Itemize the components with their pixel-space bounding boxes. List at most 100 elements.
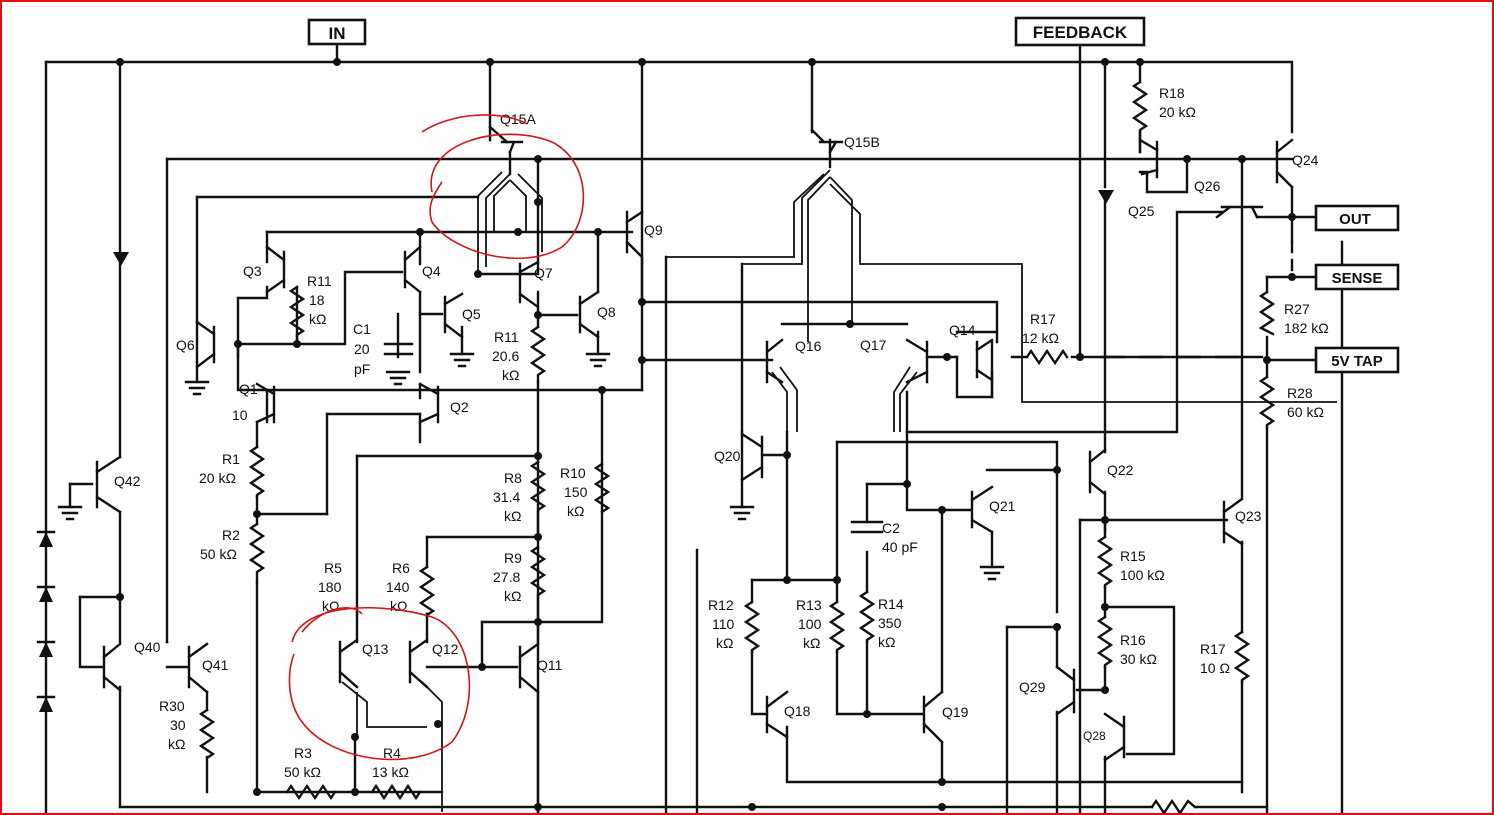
label-r11b-name: R11 — [494, 329, 519, 345]
component-labels: Q15A Q15B Q9 Q3 Q4 Q5 Q7 Q8 Q6 Q1 10 Q2 … — [114, 85, 1329, 780]
terminal-in-label: IN — [329, 24, 346, 43]
label-r17b-name: R17 — [1200, 641, 1226, 657]
resistor-r3 — [285, 783, 337, 801]
label-r12-value1: 110 — [712, 616, 735, 632]
diodes — [36, 190, 1114, 712]
ground-icon — [585, 352, 611, 368]
label-q24: Q24 — [1292, 152, 1319, 168]
label-c2-value: 40 pF — [882, 539, 918, 555]
label-r4-value: 13 kΩ — [372, 764, 409, 780]
label-r9-value1: 27.8 — [493, 569, 520, 585]
annotation-marks — [288, 114, 585, 761]
label-r8-value2: kΩ — [504, 508, 521, 524]
label-r9-name: R9 — [504, 550, 522, 566]
resistor-r27 — [1258, 290, 1276, 336]
transistor-q16 — [765, 338, 784, 384]
transistor-q1 — [255, 382, 276, 424]
transistor-q15b — [810, 128, 844, 154]
terminal-in: IN — [307, 18, 367, 46]
transistor-q7 — [518, 260, 540, 309]
transistor-q17 — [905, 338, 929, 384]
label-r28-value: 60 kΩ — [1287, 404, 1324, 420]
capacitor-c1 — [383, 342, 414, 356]
ground-icon — [729, 505, 755, 521]
terminal-5v-tap: 5V TAP — [1314, 346, 1400, 374]
label-q16: Q16 — [795, 338, 822, 354]
transistor-q21 — [970, 485, 994, 534]
label-q8: Q8 — [597, 304, 616, 320]
transistor-q29 — [1055, 665, 1076, 716]
label-q42: Q42 — [114, 473, 141, 489]
transistor-q4 — [403, 245, 422, 294]
label-r30-value1: 30 — [170, 717, 186, 733]
label-r16-value: 30 kΩ — [1120, 651, 1157, 667]
capacitor-c2 — [850, 520, 884, 534]
label-q11: Q11 — [537, 657, 563, 673]
grounds — [57, 352, 1005, 581]
label-r12-value2: kΩ — [716, 635, 733, 651]
terminal-sense-label: SENSE — [1332, 270, 1383, 287]
label-r16-name: R16 — [1120, 632, 1146, 648]
terminal-out-label: OUT — [1339, 211, 1371, 228]
resistor-r15 — [1096, 535, 1114, 589]
annotation-circle-q15a — [429, 133, 585, 260]
label-q17: Q17 — [860, 337, 887, 353]
transistor-q26 — [1215, 205, 1264, 219]
transistor-q9 — [625, 210, 644, 304]
zener-3 — [39, 642, 53, 657]
resistor-r17-10 — [1233, 630, 1251, 684]
label-r11a-value1: 18 — [309, 292, 325, 308]
annotation-stroke-bottom — [301, 606, 363, 633]
label-r28-name: R28 — [1287, 385, 1313, 401]
resistors — [198, 80, 1276, 813]
label-q15b: Q15B — [844, 134, 880, 150]
label-r27-name: R27 — [1284, 301, 1310, 317]
ground-icon — [184, 380, 210, 396]
resistor-r6 — [418, 565, 436, 618]
label-q6: Q6 — [176, 337, 195, 353]
zener-2 — [39, 587, 53, 602]
label-r18-name: R18 — [1159, 85, 1185, 101]
label-r12-name: R12 — [708, 597, 734, 613]
annotation-circle-q13-q12 — [288, 607, 471, 761]
ground-icon — [57, 505, 83, 521]
label-q21: Q21 — [989, 498, 1016, 514]
transistor-q15a — [488, 125, 524, 154]
transistor-q25 — [1138, 138, 1159, 179]
ground-icon — [385, 370, 411, 386]
label-c1-value2: pF — [354, 361, 370, 377]
label-q26: Q26 — [1194, 178, 1221, 194]
terminal-5v-tap-label: 5V TAP — [1331, 353, 1382, 370]
label-q15a: Q15A — [500, 111, 536, 127]
resistor-r18 — [1131, 80, 1149, 154]
label-q22: Q22 — [1107, 462, 1134, 478]
transistor-q11 — [518, 642, 540, 694]
resistor-r14 — [858, 590, 876, 644]
terminal-feedback: FEEDBACK — [1014, 16, 1146, 47]
transistor-q23 — [1222, 497, 1244, 546]
resistor-r30 — [198, 708, 216, 760]
label-r10-name: R10 — [560, 465, 586, 481]
label-q1-value: 10 — [232, 407, 248, 423]
label-r2-value: 50 kΩ — [200, 546, 237, 562]
transistor-q13 — [338, 638, 359, 689]
ground-icon — [449, 352, 475, 368]
label-r14-value2: kΩ — [878, 634, 895, 650]
label-r15-value: 100 kΩ — [1120, 567, 1165, 583]
label-r8-value1: 31.4 — [493, 489, 520, 505]
resistor-r4 — [370, 783, 422, 801]
transistor-q24 — [1275, 138, 1294, 189]
transistor-q3 — [265, 245, 286, 294]
transistor-q22 — [1088, 448, 1107, 496]
junctions — [116, 58, 1296, 811]
label-q20: Q20 — [714, 448, 741, 464]
diode-feedback — [1098, 190, 1114, 204]
transistor-q19 — [922, 690, 944, 744]
label-q18: Q18 — [784, 703, 811, 719]
terminal-out: OUT — [1314, 204, 1400, 232]
resistor-r9 — [529, 545, 547, 619]
resistor-r2 — [248, 522, 266, 584]
label-r11a-value2: kΩ — [309, 311, 326, 327]
